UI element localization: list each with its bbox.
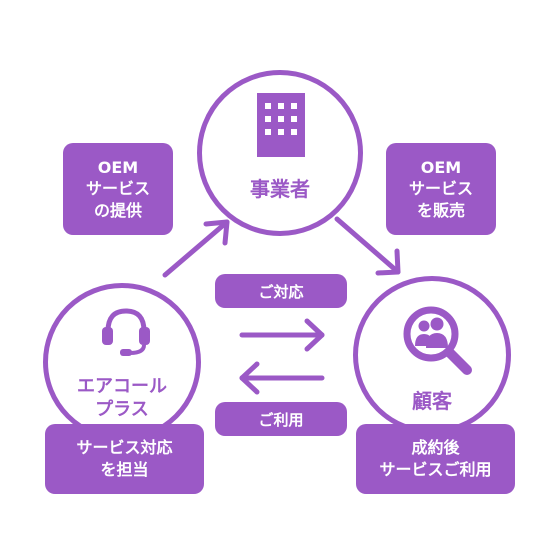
headset-icon — [102, 308, 150, 356]
service-support-line1: サービス対応 — [76, 438, 173, 458]
arrow-left-usage — [239, 361, 325, 395]
node-customer: 顧客 — [353, 276, 511, 434]
node-business: 事業者 — [197, 70, 363, 236]
pill-support: ご対応 — [215, 274, 347, 308]
partner-label-line2: プラス — [95, 399, 149, 420]
after-contract-line1: 成約後 — [411, 438, 460, 458]
building-icon — [257, 93, 305, 157]
business-label: 事業者 — [250, 177, 310, 201]
box-oem-provide: OEM サービス の提供 — [63, 143, 173, 235]
arrow-partner-to-business — [162, 219, 230, 278]
service-support-line2: を担当 — [100, 460, 149, 479]
oem-provide-line1: OEM — [97, 157, 139, 177]
arrow-business-to-customer — [334, 216, 401, 276]
oem-sell-line3: を販売 — [416, 200, 465, 220]
box-after-contract: 成約後 サービスご利用 — [356, 424, 515, 494]
user-search-icon — [403, 306, 472, 375]
arrow-right-support — [239, 318, 325, 352]
oem-provide-line3: の提供 — [93, 200, 142, 220]
oem-sell-line1: OEM — [420, 157, 462, 177]
oem-sell-line2: サービス — [408, 179, 473, 199]
oem-provide-line2: サービス — [85, 179, 150, 199]
pill-usage: ご利用 — [215, 402, 347, 436]
customer-label: 顧客 — [412, 389, 452, 413]
partner-label-line1: エアコール — [77, 376, 167, 397]
node-partner: エアコール プラス — [43, 283, 201, 441]
after-contract-line2: サービスご利用 — [379, 460, 492, 479]
box-oem-sell: OEM サービス を販売 — [386, 143, 496, 235]
box-service-support: サービス対応 を担当 — [45, 424, 204, 494]
